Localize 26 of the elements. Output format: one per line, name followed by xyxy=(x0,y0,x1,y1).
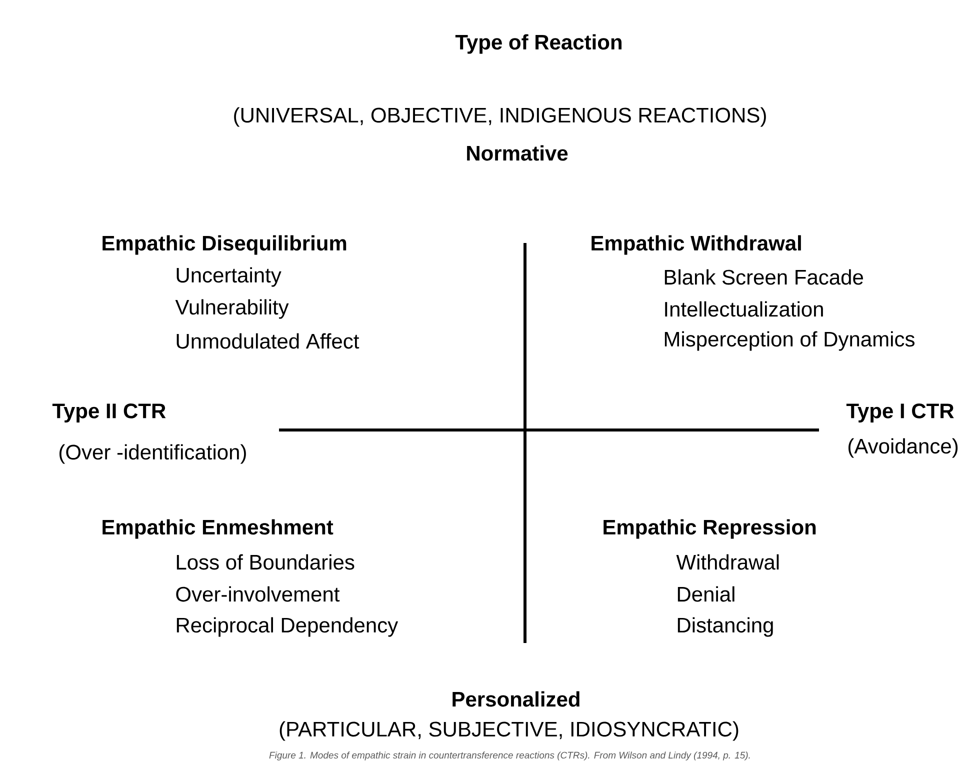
list-item: Denial xyxy=(678,586,734,602)
axis-label: Personalized xyxy=(452,691,580,707)
axis-sublabel: (Over -identification) xyxy=(60,444,246,464)
list-item: Distancing xyxy=(678,617,773,637)
axis-label: Type II CTR xyxy=(52,403,166,422)
axis-label: Normative xyxy=(467,145,568,161)
quadrant-heading: Empathic Disequilibrium xyxy=(102,235,346,255)
list-item: Over-involvement xyxy=(176,586,340,602)
list-item: Intellectualization xyxy=(665,301,823,317)
axis-sublabel: (Avoidance) xyxy=(848,438,958,458)
list-item: Uncertainty xyxy=(176,267,282,287)
list-item: Withdrawal xyxy=(676,554,779,570)
quadrant-heading: Empathic Repression xyxy=(604,519,816,539)
list-item: Misperception of Dynamics xyxy=(664,331,914,351)
axis-label: Type I CTR xyxy=(846,403,954,422)
subtitle: (UNIVERSAL, OBJECTIVE, INDIGENOUS REACTIONS) xyxy=(234,107,766,127)
caption: Figure 1. Modes of empathic strain in countertransference reactions (CTRs). From Wilson and Lindy (1994, p. 15). xyxy=(269,752,750,760)
quadrant-heading: Empathic Enmeshment xyxy=(102,519,334,539)
quadrant-heading: Empathic Withdrawal xyxy=(592,235,801,255)
list-item: Loss of Boundaries xyxy=(176,554,354,570)
list-item: Reciprocal Dependency xyxy=(176,617,398,637)
list-item: Vulnerability xyxy=(175,299,289,319)
subtitle: (PARTICULAR, SUBJECTIVE, IDIOSYNCRATIC) xyxy=(280,721,738,741)
list-item: Unmodulated Affect xyxy=(176,333,360,349)
title: Type of Reaction xyxy=(455,34,622,54)
list-item: Blank Screen Facade xyxy=(664,269,863,285)
